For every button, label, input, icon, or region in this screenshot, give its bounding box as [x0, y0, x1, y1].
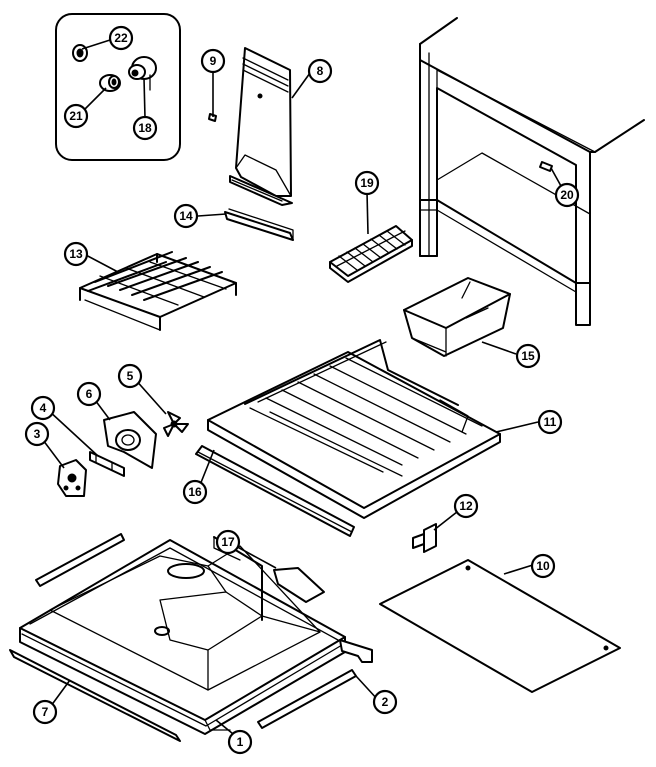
- svg-text:14: 14: [179, 209, 193, 223]
- callout-1: 1: [227, 729, 253, 755]
- part-3-fan-motor: [57, 459, 87, 497]
- svg-text:8: 8: [317, 64, 324, 78]
- part-7-rails: [9, 533, 357, 742]
- svg-text:13: 13: [69, 247, 83, 261]
- callout-12: 12: [453, 493, 479, 519]
- svg-text:18: 18: [138, 121, 152, 135]
- callout-20: 20: [554, 182, 580, 208]
- callout-3: 3: [24, 421, 50, 447]
- part-5-fan-blade: [163, 411, 189, 437]
- callout-19: 19: [354, 170, 380, 196]
- svg-text:10: 10: [536, 559, 550, 573]
- part-20-screw: [539, 161, 562, 187]
- part-4-bracket: [89, 451, 125, 477]
- svg-text:9: 9: [210, 54, 217, 68]
- svg-text:7: 7: [42, 705, 49, 719]
- svg-text:12: 12: [459, 499, 473, 513]
- callout-14: 14: [173, 203, 199, 229]
- callout-16: 16: [182, 479, 208, 505]
- svg-text:11: 11: [544, 415, 557, 429]
- inset-box: [55, 13, 181, 161]
- part-6-fan-shroud: [103, 411, 157, 469]
- svg-text:17: 17: [221, 535, 235, 549]
- part-17-pad: [273, 567, 325, 603]
- part-16-trim-strip: [195, 445, 355, 537]
- part-10-panel: [379, 559, 621, 693]
- cabinet-frame: [419, 17, 645, 326]
- svg-text:20: 20: [560, 188, 574, 202]
- part-19-ice-tray: [329, 225, 413, 283]
- part-21-knob: [99, 74, 121, 92]
- part-18-control: [128, 56, 157, 91]
- callout-11: 11: [537, 409, 563, 435]
- callout-17: 17: [215, 529, 241, 555]
- svg-text:6: 6: [86, 387, 93, 401]
- part-2-rail: [339, 639, 373, 663]
- part-8-cover-plate: [229, 47, 293, 206]
- part-9-screw: [208, 72, 217, 122]
- part-13-wire-shelf: [79, 251, 237, 331]
- leader-lines: [39, 39, 539, 739]
- callout-9: 9: [200, 48, 226, 74]
- svg-text:21: 21: [69, 109, 83, 123]
- callout-8: 8: [307, 58, 333, 84]
- svg-text:2: 2: [382, 695, 389, 709]
- callout-2: 2: [372, 689, 398, 715]
- svg-text:1: 1: [237, 735, 244, 749]
- callout-5: 5: [117, 363, 143, 389]
- callout-22: 22: [108, 25, 134, 51]
- svg-text:3: 3: [34, 427, 41, 441]
- callout-15: 15: [515, 343, 541, 369]
- svg-text:5: 5: [127, 369, 134, 383]
- part-11-crisper-cover: [207, 339, 501, 519]
- svg-text:4: 4: [40, 401, 47, 415]
- callout-18: 18: [132, 115, 158, 141]
- part-15-bin: [403, 277, 511, 357]
- part-12-clip: [412, 523, 437, 553]
- callout-21: 21: [63, 103, 89, 129]
- svg-text:19: 19: [360, 176, 374, 190]
- callout-10: 10: [530, 553, 556, 579]
- svg-text:22: 22: [114, 31, 128, 45]
- callout-13: 13: [63, 241, 89, 267]
- callout-6: 6: [76, 381, 102, 407]
- svg-text:15: 15: [521, 349, 535, 363]
- svg-text:16: 16: [188, 485, 202, 499]
- callout-4: 4: [30, 395, 56, 421]
- part-14-bracket: [224, 208, 294, 241]
- callout-7: 7: [32, 699, 58, 725]
